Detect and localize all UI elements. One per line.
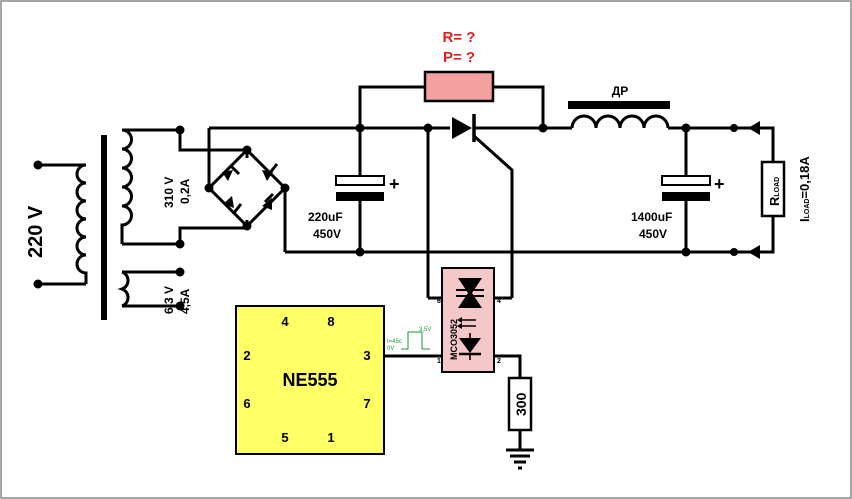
ne555-pin-5: 5	[281, 430, 288, 445]
optocoupler-name: MCO3052	[449, 319, 459, 360]
pulse-low-label: 0V	[387, 346, 394, 352]
bridge-diode-4	[262, 192, 275, 210]
ne555-body	[235, 305, 385, 455]
opto-pin-1: 1	[437, 358, 441, 365]
secondary-low-current: 4,5A	[178, 288, 192, 314]
secondary-low-voltage: 6,3 V	[162, 286, 176, 314]
capacitor-1-plus: +	[389, 174, 400, 194]
capacitor-2: + 1400uF 450V	[631, 128, 725, 257]
pulse-width-label: t=45c	[387, 339, 402, 345]
ne555-pin-6: 6	[243, 396, 250, 411]
capacitor-1: + 220uF 450V	[308, 123, 400, 257]
secondary-high-voltage: 310 V	[162, 177, 176, 208]
capacitor-2-plus: +	[714, 174, 725, 194]
optocoupler: MCO3052 6 4 1 2	[428, 267, 512, 373]
capacitor-1-value: 220uF	[308, 210, 343, 224]
resistor-unknown-body	[423, 70, 495, 103]
secondary-high-current: 0,2A	[178, 178, 192, 204]
ne555-pin-2: 2	[243, 348, 250, 363]
ne555-pin-4: 4	[281, 314, 289, 329]
opto-pin-4: 4	[497, 298, 501, 305]
opto-pin-2: 2	[497, 358, 501, 365]
ne555-pin-8: 8	[327, 314, 334, 329]
transformer: 310 V 0,2A 6,3 V 4,5A	[75, 125, 192, 320]
thyristor	[423, 114, 548, 298]
ne555-name: NE555	[282, 370, 337, 390]
ne555-chip: NE555 4 8 2 6 3 7 5 1	[235, 305, 385, 455]
resistor-p-label: P= ?	[443, 49, 475, 66]
resistor-unknown: R= ? P= ?	[358, 29, 545, 128]
pulse-annotation: t=45c 0V 3,5V	[387, 327, 431, 352]
mains-voltage-label: 220 V	[25, 205, 47, 258]
resistor-r-label: R= ?	[443, 29, 476, 46]
ground-icon	[506, 448, 534, 470]
load-resistor	[760, 160, 786, 218]
bridge-diode-1	[222, 164, 241, 181]
secondary-low-coil	[117, 270, 130, 308]
capacitor-2-value: 1400uF	[631, 210, 672, 224]
resistor-300: 300	[507, 376, 533, 450]
mains-input: 220 V	[25, 160, 86, 289]
load-resistor-label: RLOAD	[767, 177, 782, 206]
secondary-high-coil	[120, 128, 133, 244]
bridge-rectifier	[178, 128, 290, 252]
ne555-pin-7: 7	[363, 396, 370, 411]
opto-pin-6: 6	[437, 298, 441, 305]
capacitor-1-voltage: 450V	[313, 227, 341, 241]
output-load: RLOAD ILOAD=0,18A	[730, 121, 812, 259]
bridge-diode-2	[262, 163, 279, 181]
led-cathode-wire	[494, 354, 522, 378]
inductor-label: ДР	[612, 84, 629, 98]
resistor-300-label: 300	[513, 392, 529, 416]
capacitor-2-voltage: 450V	[639, 227, 667, 241]
ne555-pin-3: 3	[363, 348, 370, 363]
ne555-pin-1: 1	[327, 430, 334, 445]
load-current-label: ILOAD=0,18A	[797, 156, 812, 222]
pulse-high-label: 3,5V	[419, 327, 431, 333]
bridge-diode-3	[223, 196, 243, 215]
primary-coil	[75, 163, 88, 284]
